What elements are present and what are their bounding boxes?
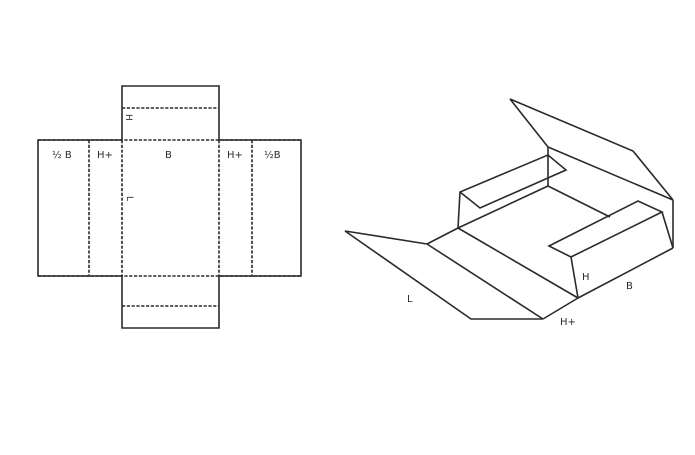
panel-label-left-half-b: ½ B: [52, 149, 72, 161]
iso-height-plus-label: H+: [560, 317, 576, 328]
left-flap-fold-edge: [426, 243, 544, 320]
panel-label-right-h-plus: H+: [227, 150, 243, 161]
back-wall-inner-edge: [547, 185, 611, 218]
flap-height-label: H: [123, 114, 133, 121]
right-wall: [547, 200, 664, 258]
length-label: L: [124, 196, 134, 201]
net-outline: [37, 85, 302, 329]
right-wall-front-vertical: [570, 256, 579, 299]
panel-label-base: B: [165, 150, 172, 161]
panel-label-left-h-plus: H+: [97, 150, 113, 161]
base-inner-diagonal: [457, 227, 579, 299]
right-wall-back-vertical: [661, 211, 674, 249]
top-outer-flap: [509, 98, 674, 201]
back-base-edge: [457, 185, 549, 229]
iso-height-label: H: [582, 272, 590, 283]
right-bottom-edge: [577, 247, 674, 299]
iso-width-label: B: [626, 281, 633, 292]
panel-label-right-half-b: ½B: [264, 149, 281, 161]
back-left-wall: [457, 154, 568, 229]
isometric-box: L H B H+: [344, 98, 674, 328]
left-outer-flap: [344, 230, 543, 320]
iso-length-label: L: [407, 294, 413, 305]
front-bottom-edge: [542, 297, 579, 320]
flat-net: ½ B H+ B H+ ½B H L: [37, 85, 302, 329]
base-left-edge: [426, 227, 459, 245]
